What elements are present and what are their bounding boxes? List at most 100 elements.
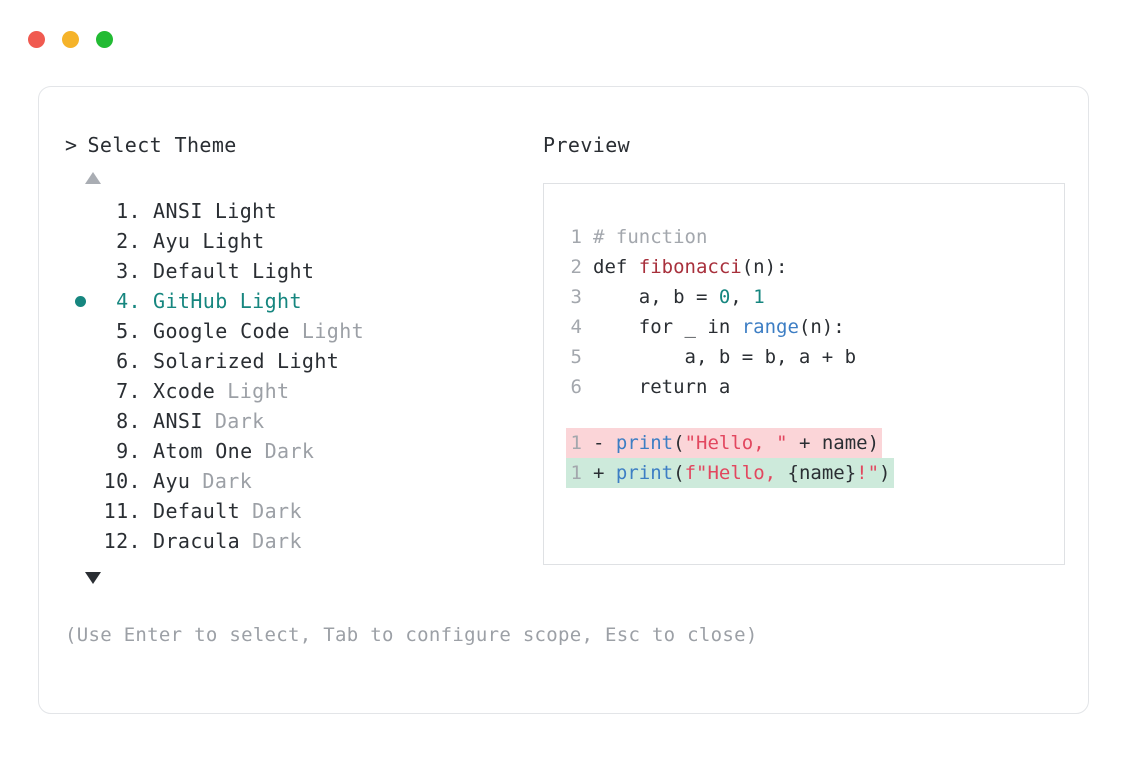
spacer bbox=[253, 436, 265, 466]
line-number: 1 bbox=[570, 432, 582, 454]
theme-list-item[interactable]: 9.Atom One Dark bbox=[65, 436, 535, 466]
theme-item-name: GitHub bbox=[153, 289, 228, 313]
theme-list-item[interactable]: 12. Dracula Dark bbox=[65, 526, 535, 556]
theme-item-variant: Dark bbox=[202, 469, 253, 493]
code-diff-line: 1- print("Hello, " + name) bbox=[566, 428, 883, 458]
theme-list-item[interactable]: 6.Solarized Light bbox=[65, 346, 535, 376]
theme-item-name: Xcode bbox=[153, 379, 216, 403]
theme-item-index: 3. bbox=[116, 259, 141, 283]
selection-bullet-cell bbox=[65, 526, 95, 556]
code-token: a, b = b, a + b bbox=[593, 346, 857, 368]
theme-item-name: Default bbox=[153, 259, 241, 283]
theme-item-variant: Dark bbox=[252, 499, 302, 523]
maximize-button[interactable] bbox=[96, 31, 113, 48]
theme-item-variant: Light bbox=[202, 229, 265, 253]
theme-item-index: 7. bbox=[116, 379, 141, 403]
code-line: 4 for _ in range(n): bbox=[566, 312, 845, 342]
code-token: (n): bbox=[741, 256, 788, 278]
selection-bullet-cell bbox=[65, 406, 95, 436]
code-token: return a bbox=[593, 376, 731, 398]
close-button[interactable] bbox=[28, 31, 45, 48]
scroll-down-arrow[interactable] bbox=[85, 572, 101, 584]
theme-item-variant: Light bbox=[277, 349, 340, 373]
preview-title: Preview bbox=[543, 133, 631, 157]
theme-item-index: 10. bbox=[103, 469, 141, 493]
selector-title: > Select Theme bbox=[65, 133, 535, 157]
theme-item-variant: Dark bbox=[214, 409, 265, 433]
spacer bbox=[203, 196, 215, 226]
scroll-up-arrow[interactable] bbox=[85, 172, 101, 184]
diff-marker: - bbox=[593, 432, 605, 454]
theme-item-index: 11. bbox=[103, 499, 141, 523]
code-token: + name bbox=[787, 432, 868, 454]
theme-list-item[interactable]: 1.ANSI Light bbox=[65, 196, 535, 226]
line-number: 5 bbox=[570, 346, 582, 368]
minimize-button[interactable] bbox=[62, 31, 79, 48]
theme-item-index: 8. bbox=[116, 409, 141, 433]
theme-item-variant: Dark bbox=[252, 529, 302, 553]
code-token: "Hello, " bbox=[684, 432, 788, 454]
line-number: 4 bbox=[570, 316, 582, 338]
theme-item-variant: Dark bbox=[264, 439, 315, 463]
spacer bbox=[215, 376, 227, 406]
line-number: 1 bbox=[570, 462, 582, 484]
line-number: 3 bbox=[570, 286, 582, 308]
code-blank-line bbox=[566, 402, 1064, 428]
line-number: 1 bbox=[570, 226, 582, 248]
theme-item-name: Solarized bbox=[153, 349, 265, 373]
code-token bbox=[604, 458, 615, 488]
spacer bbox=[265, 346, 277, 376]
theme-item-index: 5. bbox=[116, 319, 141, 343]
line-number: 6 bbox=[570, 376, 582, 398]
diff-marker: + bbox=[593, 462, 605, 484]
theme-list-item[interactable]: 5.Google Code Light bbox=[65, 316, 535, 346]
code-line: 1 # function bbox=[566, 222, 708, 252]
code-token: {name} bbox=[787, 462, 857, 484]
theme-list-item[interactable]: 3. Default Light bbox=[65, 256, 535, 286]
code-line: 5 a, b = b, a + b bbox=[566, 342, 857, 372]
theme-item-name: ANSI bbox=[153, 199, 203, 223]
spacer bbox=[190, 466, 202, 496]
theme-item-name: Default bbox=[153, 499, 241, 523]
code-token: ) bbox=[879, 462, 891, 484]
selection-bullet-cell bbox=[65, 196, 95, 226]
keyboard-hint: (Use Enter to select, Tab to configure s… bbox=[65, 624, 758, 646]
code-token: range bbox=[741, 316, 799, 338]
code-token: , bbox=[730, 286, 754, 308]
selection-bullet-cell bbox=[65, 226, 95, 256]
code-token: fibonacci bbox=[638, 256, 742, 278]
spacer bbox=[290, 316, 302, 346]
theme-item-index: 1. bbox=[116, 199, 141, 223]
theme-item-index: 2. bbox=[116, 229, 141, 253]
code-line: 6 return a bbox=[566, 372, 731, 402]
code-token: ( bbox=[673, 432, 685, 454]
code-token: 0 bbox=[718, 286, 731, 308]
theme-list-item[interactable]: 8.ANSI Dark bbox=[65, 406, 535, 436]
code-token bbox=[604, 428, 615, 458]
theme-item-index: 12. bbox=[103, 529, 141, 553]
spacer bbox=[240, 526, 252, 556]
selection-bullet-cell bbox=[65, 436, 95, 466]
theme-list-item[interactable]: 11. Default Dark bbox=[65, 496, 535, 526]
selection-bullet-icon bbox=[74, 295, 86, 307]
theme-list-item[interactable]: 7. Xcode Light bbox=[65, 376, 535, 406]
spacer bbox=[228, 286, 240, 316]
theme-item-name: Atom One bbox=[153, 439, 253, 463]
theme-item-name: Dracula bbox=[153, 529, 241, 553]
spacer bbox=[203, 406, 215, 436]
theme-item-index: 4. bbox=[116, 289, 141, 313]
theme-list-item[interactable]: 2.Ayu Light bbox=[65, 226, 535, 256]
theme-list-item[interactable]: 10.Ayu Dark bbox=[65, 466, 535, 496]
code-token: ( bbox=[673, 462, 685, 484]
selection-bullet-cell bbox=[65, 346, 95, 376]
code-token: ) bbox=[867, 432, 880, 454]
code-token: # function bbox=[593, 226, 708, 248]
code-line: 3 a, b = 0, 1 bbox=[566, 282, 765, 312]
theme-list-item[interactable]: 4.GitHub Light bbox=[65, 286, 535, 316]
theme-item-variant: Light bbox=[252, 259, 315, 283]
theme-item-variant: Light bbox=[227, 379, 290, 403]
code-diff-line: 1+ print(f"Hello, {name}!") bbox=[566, 458, 894, 488]
